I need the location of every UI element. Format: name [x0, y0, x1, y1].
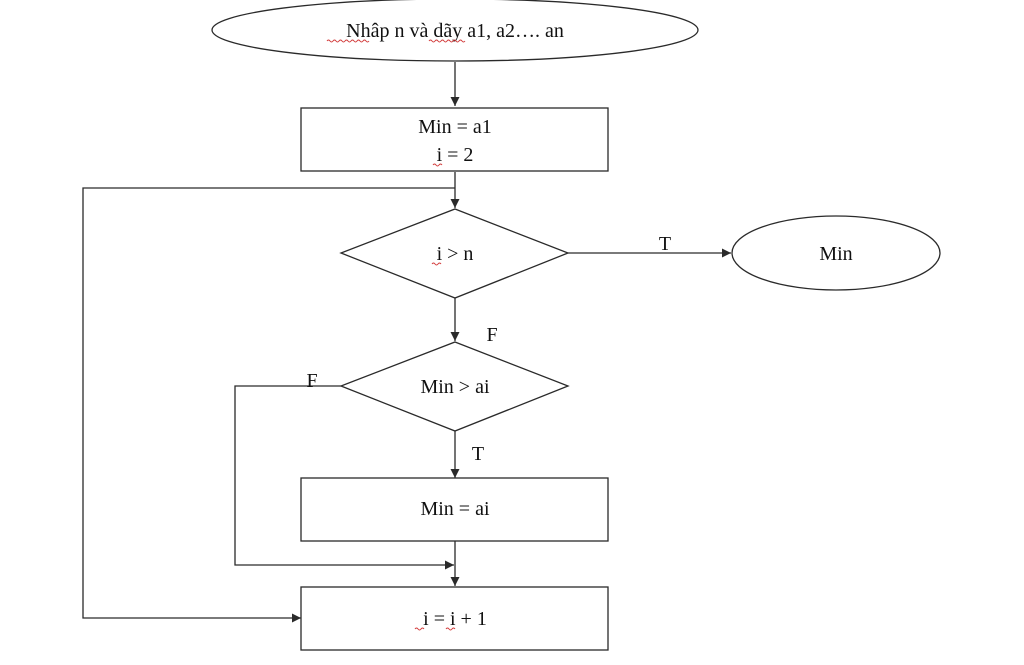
edge-labels: T F F T — [306, 233, 671, 465]
increment-box — [300, 586, 609, 651]
spellcheck-underline — [432, 163, 443, 167]
node-init: Min = a1 i = 2 — [300, 107, 609, 172]
node-check-end: i > n — [339, 208, 570, 299]
compare-true-label: T — [472, 443, 484, 465]
init-line-2: i = 2 — [437, 144, 474, 166]
spellcheck-underline — [414, 627, 425, 631]
check-end-diamond — [339, 208, 570, 299]
check-end-label: i > n — [437, 243, 474, 265]
compare-diamond — [339, 341, 570, 432]
node-output: Min — [731, 215, 941, 291]
connectors — [82, 62, 731, 623]
node-input: Nhâp n và dãy a1, a2…. an — [211, 0, 699, 62]
compare-label: Min > ai — [420, 376, 489, 398]
check-end-false-label: F — [486, 324, 497, 346]
output-ellipse — [731, 215, 941, 291]
output-label: Min — [819, 243, 852, 265]
spellcheck-underline — [431, 262, 442, 266]
init-line-1: Min = a1 — [418, 116, 492, 138]
node-increment: i = i + 1 — [300, 586, 609, 651]
spellcheck-underline — [445, 627, 456, 631]
assign-label: Min = ai — [420, 498, 489, 520]
increment-label: i = i + 1 — [423, 608, 487, 630]
node-compare: Min > ai — [339, 341, 570, 432]
spellcheck-underline — [326, 39, 370, 43]
edge-compare-false — [234, 385, 454, 570]
input-ellipse — [211, 0, 699, 62]
node-assign: Min = ai — [300, 477, 609, 542]
spellcheck-underline — [428, 39, 466, 43]
assign-box — [300, 477, 609, 542]
init-box — [300, 107, 609, 172]
compare-false-label: F — [306, 370, 317, 392]
input-label: Nhâp n và dãy a1, a2…. an — [346, 20, 564, 42]
check-end-true-label: T — [659, 233, 671, 255]
edge-loop-back — [82, 187, 455, 623]
